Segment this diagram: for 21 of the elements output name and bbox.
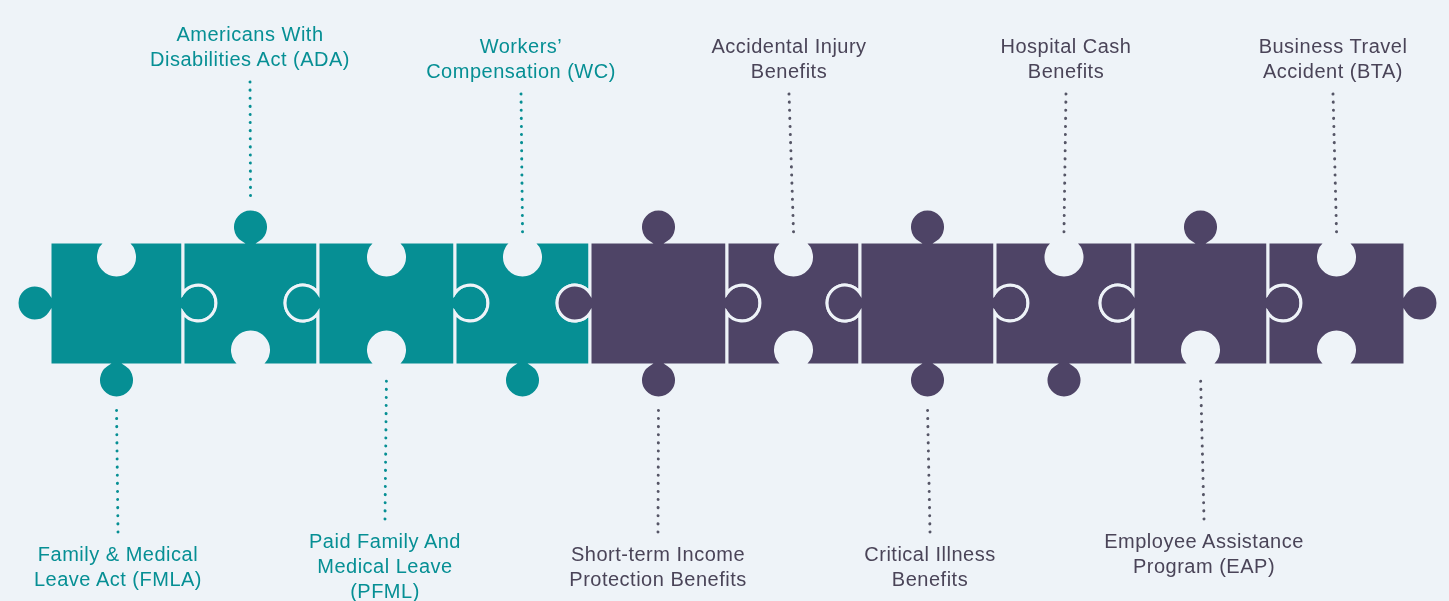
callout-label: Employee Assistance Program (EAP) (1099, 529, 1309, 579)
callout-label: Short-term Income Protection Benefits (553, 542, 763, 592)
callout-label: Critical Illness Benefits (825, 542, 1035, 592)
puzzle-piece (181, 207, 320, 367)
leader-line (1062, 92, 1068, 234)
puzzle-piece (725, 240, 862, 367)
puzzle-piece (993, 240, 1135, 400)
callout-label: Workers’ Compensation (WC) (416, 34, 626, 84)
callout-label: Business Travel Accident (BTA) (1228, 34, 1438, 84)
leader-line (519, 92, 524, 234)
callout-label: Americans With Disabilities Act (ADA) (145, 22, 355, 72)
leader-line (656, 406, 660, 534)
callout-label: Accidental Injury Benefits (684, 34, 894, 84)
callout-label: Family & Medical Leave Act (FMLA) (13, 542, 223, 592)
puzzle-piece (1266, 240, 1440, 367)
leader-line (1331, 92, 1338, 234)
leader-line (787, 92, 795, 234)
leader-line (926, 406, 932, 534)
puzzle-piece (453, 240, 592, 400)
callout-label: Hospital Cash Benefits (961, 34, 1171, 84)
leader-line (115, 406, 120, 534)
